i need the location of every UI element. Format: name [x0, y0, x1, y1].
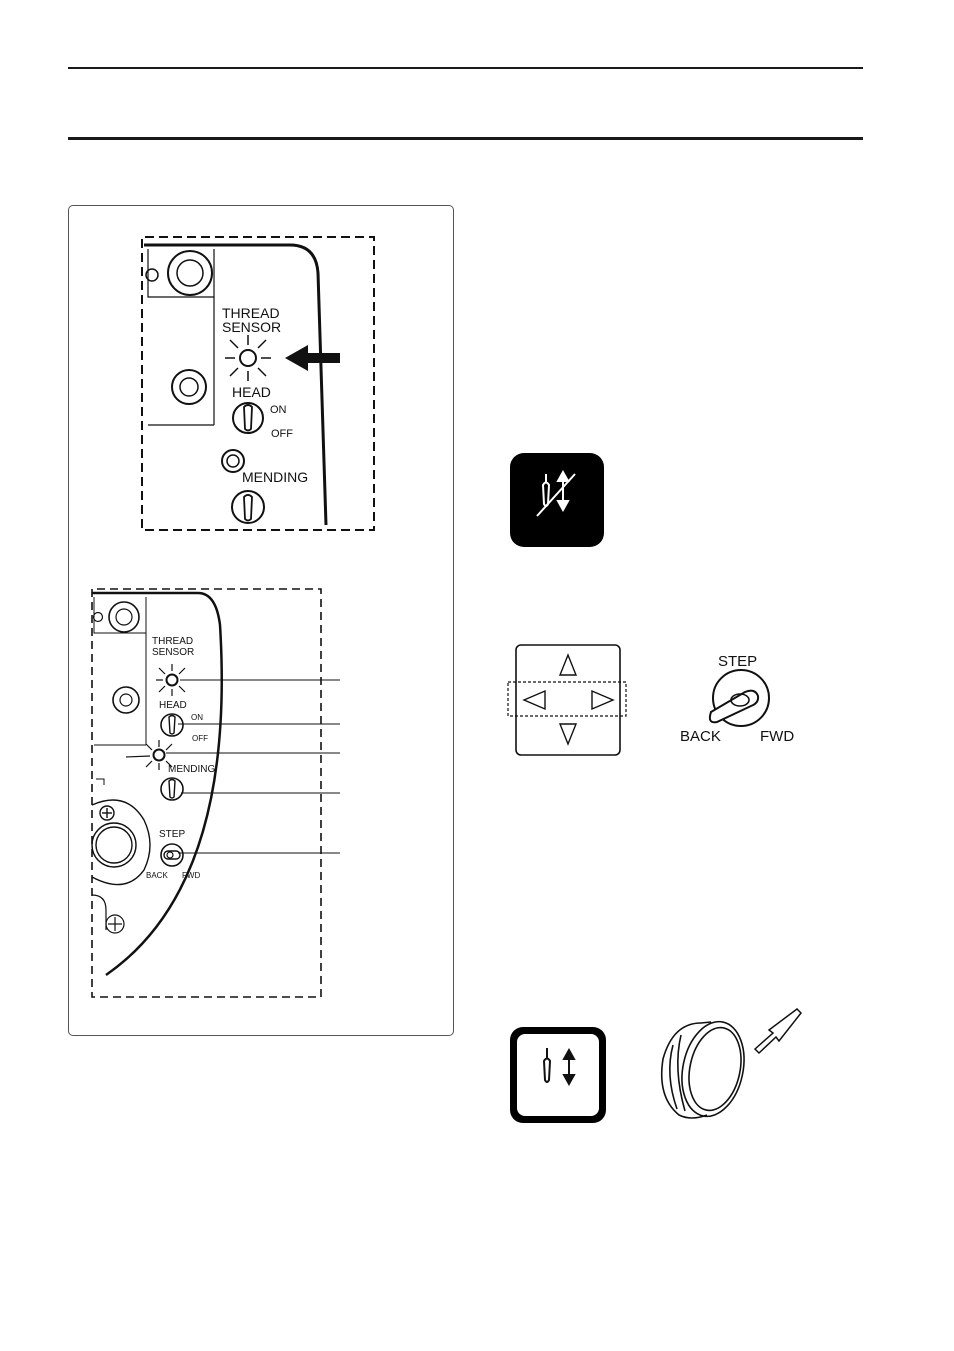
- step-switch-fwd-label: FWD: [760, 728, 794, 745]
- back-label: BACK: [146, 871, 168, 880]
- head-label: HEAD: [159, 700, 187, 711]
- top-knob-icon: [167, 250, 213, 296]
- small-screw-icon: [145, 268, 159, 282]
- bottom-screw-icon: [91, 894, 125, 934]
- arrow-keypad-icon: [507, 644, 627, 756]
- bottom-panel-figure: THREAD SENSOR HEAD ON OFF MENDING: [91, 588, 340, 998]
- middle-knob-icon: [112, 686, 140, 714]
- mending-label: MENDING: [242, 469, 308, 485]
- knob-figure: [660, 1008, 803, 1119]
- head-off-label: OFF: [271, 428, 293, 440]
- arrow-left-icon: [522, 689, 546, 711]
- step-switch-label: STEP: [718, 653, 757, 670]
- needle-up-down-crossed-icon: [536, 469, 576, 517]
- thread-sensor-label-1: THREAD: [222, 305, 280, 321]
- head-toggle-switch-icon: [232, 402, 264, 434]
- mending-label: MENDING: [168, 764, 215, 775]
- mending-lamp-icon: [125, 740, 173, 770]
- header-rule-top: [68, 67, 863, 69]
- step-toggle-switch-icon: [708, 669, 770, 727]
- needle-up-down-icon: [542, 1047, 576, 1087]
- arrow-up-icon: [558, 653, 578, 676]
- pointer-arrow-icon: [753, 1008, 803, 1055]
- top-panel-figure: THREAD SENSOR HEAD ON OFF MENDING: [141, 236, 375, 531]
- indicator-arrow-icon: [285, 345, 340, 371]
- thread-sensor-lamp-icon: [225, 335, 271, 381]
- step-toggle-switch-icon: [160, 843, 184, 867]
- needle-up-down-crossed-key: [510, 453, 604, 547]
- mending-toggle-switch-icon: [231, 490, 265, 524]
- thread-sensor-label-2: SENSOR: [222, 319, 281, 335]
- step-switch-back-label: BACK: [680, 728, 721, 745]
- small-screw-icon: [92, 611, 104, 623]
- head-label: HEAD: [232, 384, 271, 400]
- mending-toggle-switch-icon: [160, 777, 184, 801]
- head-toggle-switch-icon: [160, 713, 184, 737]
- middle-knob-icon: [171, 369, 207, 405]
- step-label: STEP: [159, 829, 185, 840]
- head-on-label: ON: [270, 404, 287, 416]
- head-on-label: ON: [191, 713, 203, 722]
- handwheel-icon: [91, 799, 151, 886]
- thread-sensor-lamp-icon: [156, 664, 186, 696]
- step-switch-figure: STEP BACK FWD: [680, 653, 794, 745]
- arrow-right-icon: [591, 689, 615, 711]
- needle-up-down-key: [510, 1027, 606, 1123]
- arrow-down-icon: [558, 723, 578, 746]
- header-rule-bottom: [68, 137, 863, 140]
- top-knob-icon: [108, 601, 140, 633]
- mending-lamp-icon: [221, 449, 245, 473]
- figure-frame: [68, 205, 454, 1036]
- thread-sensor-label-1: THREAD: [152, 636, 193, 647]
- head-off-label: OFF: [192, 734, 208, 743]
- knob-icon: [660, 1020, 745, 1119]
- thread-sensor-label-2: SENSOR: [152, 647, 194, 658]
- fwd-label: FWD: [182, 871, 200, 880]
